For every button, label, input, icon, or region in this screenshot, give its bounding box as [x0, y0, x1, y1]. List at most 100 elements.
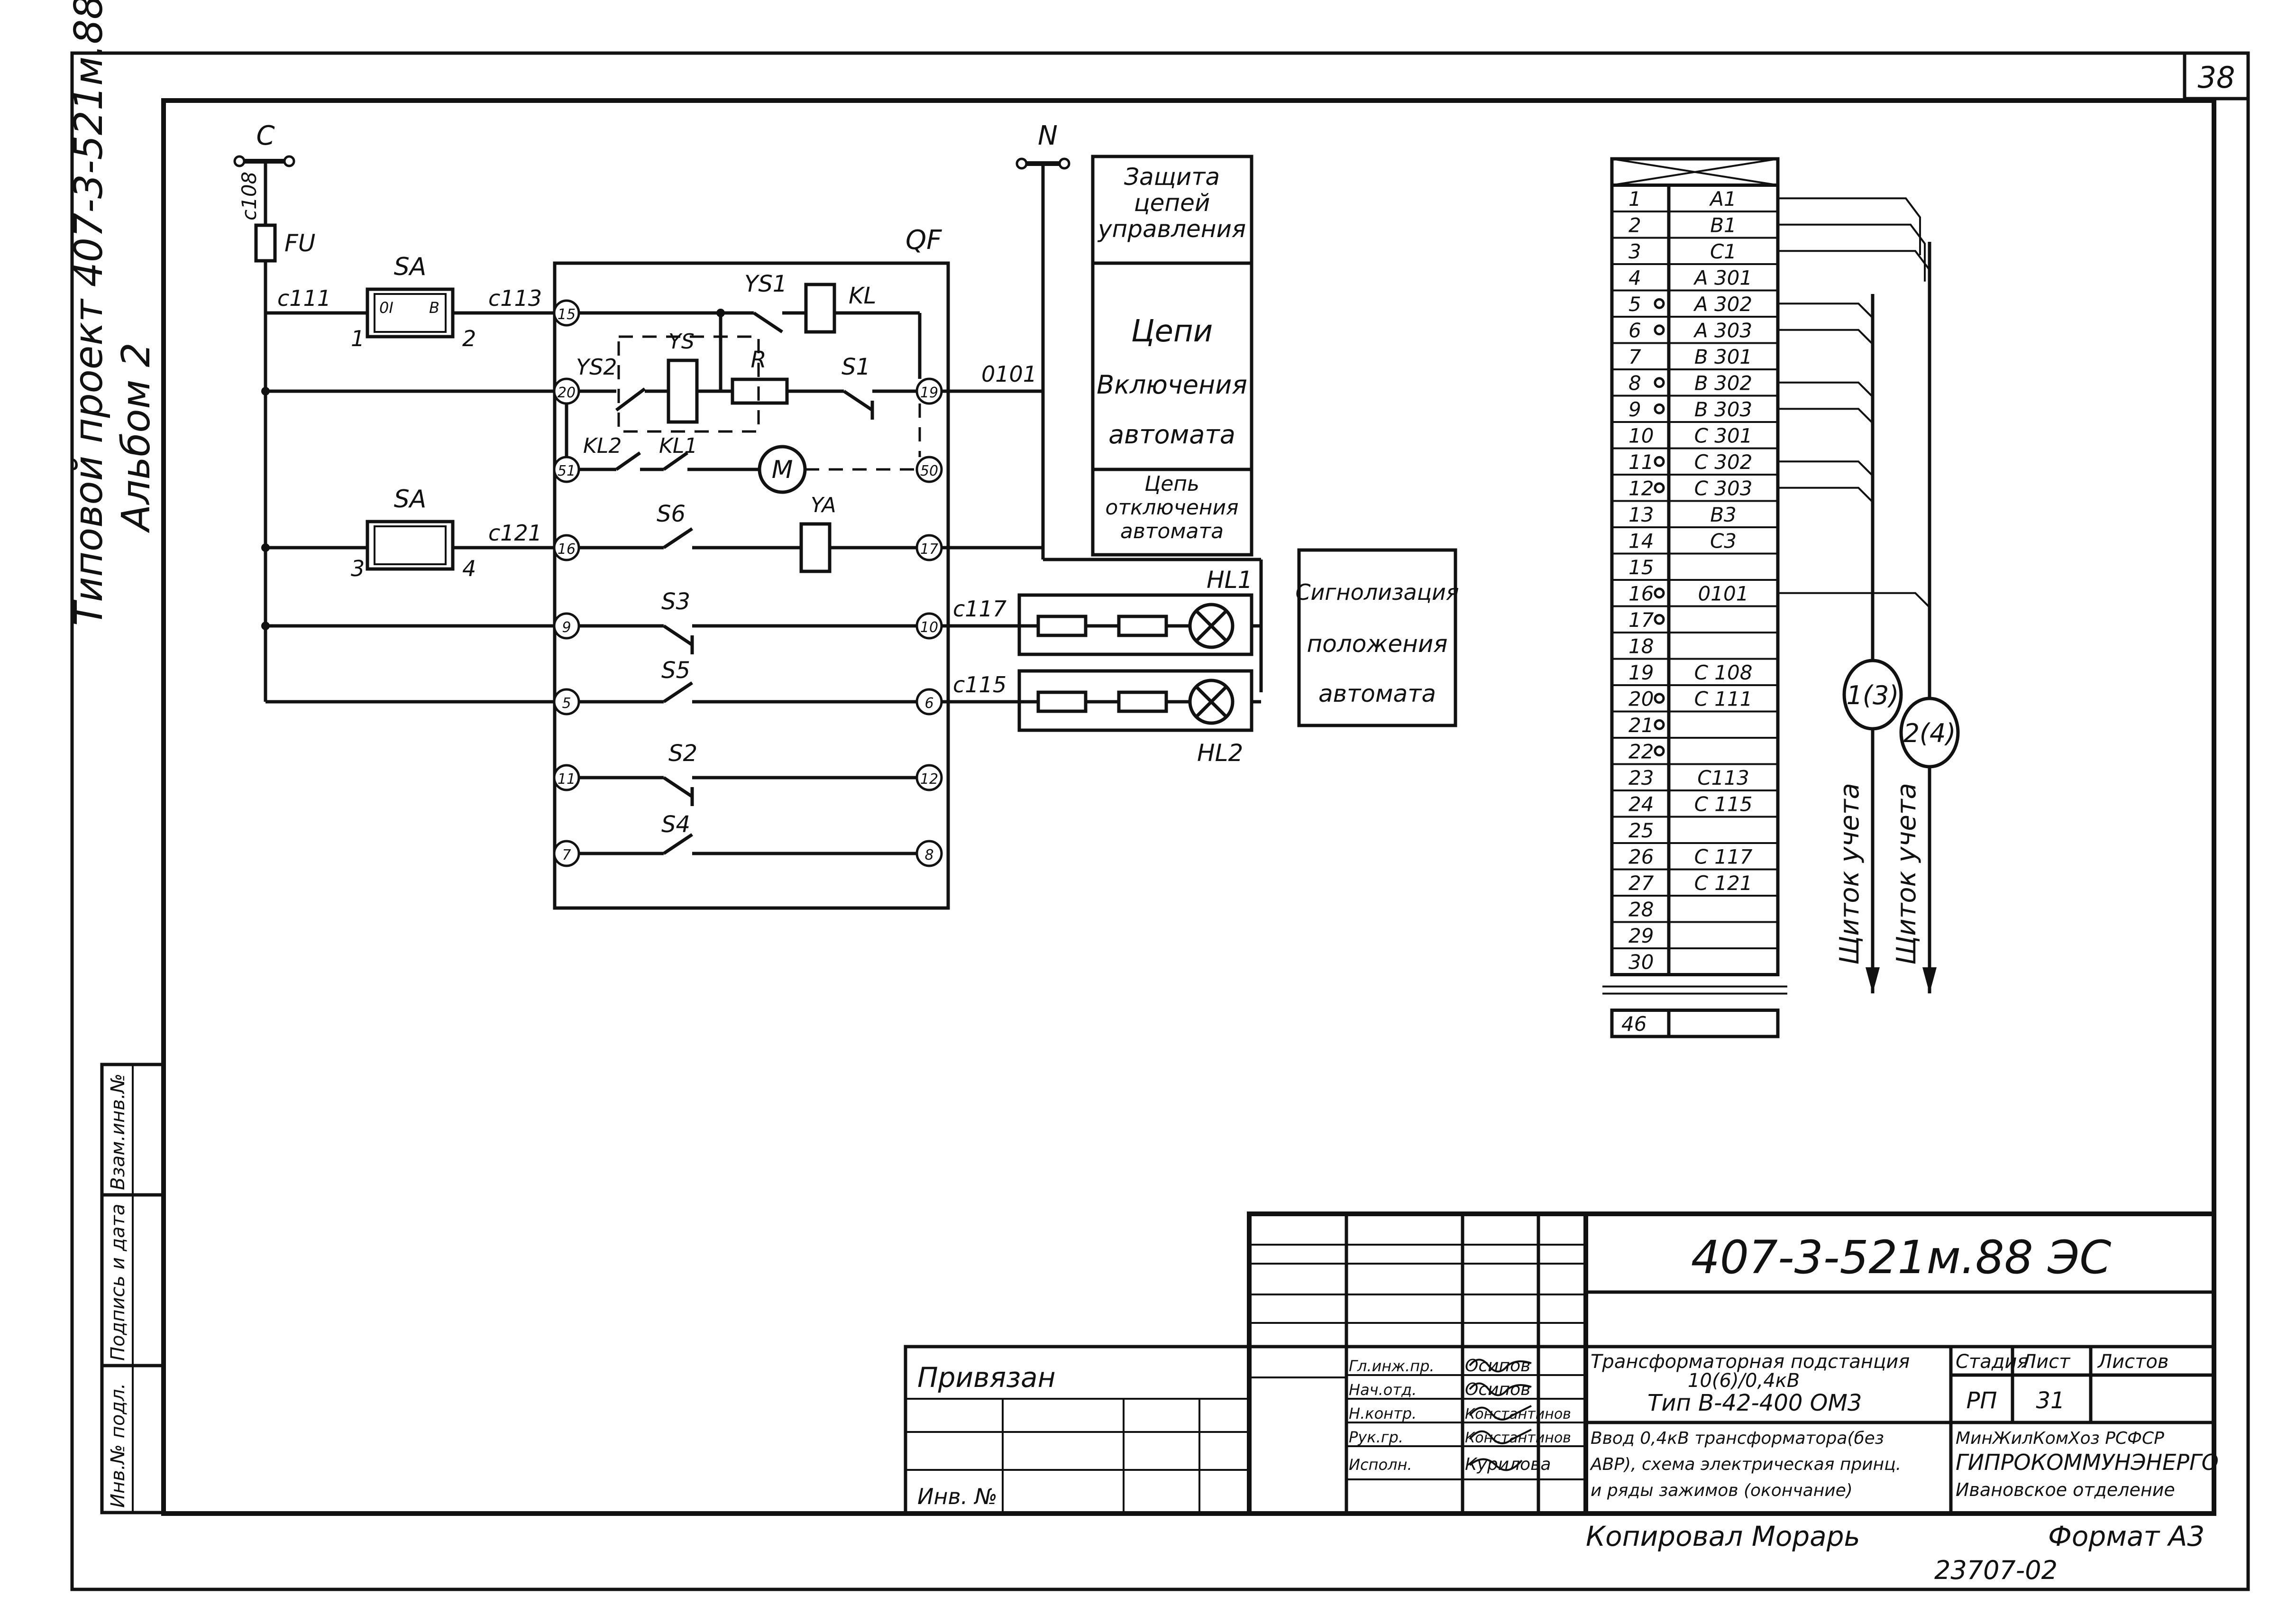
terminal-number: 7	[1628, 345, 1641, 368]
terminal-number: 13	[1628, 503, 1654, 526]
terminal-number: 18	[1628, 635, 1654, 658]
terminal-label: C1	[1710, 240, 1737, 263]
qf-terminal: 19	[920, 385, 938, 401]
terminal-label: B 302	[1694, 372, 1752, 395]
sa-1-pin-left: 1	[351, 326, 365, 351]
strip-lead	[1778, 381, 1874, 398]
function-block-column	[1091, 155, 1253, 557]
strip-lead	[1778, 329, 1874, 345]
switch-sa-1-label: SA	[394, 253, 427, 281]
qf-terminal: 17	[920, 541, 938, 558]
terminal-number: 11	[1628, 450, 1654, 474]
wire-c108-label: с108	[238, 172, 261, 220]
qf-terminals-right: 19 50 17 10 6 12 8	[915, 377, 943, 867]
sheet-number: 38	[2198, 60, 2235, 95]
terminal-jumper-dot	[1654, 693, 1665, 704]
role-5: Исполн.	[1349, 1456, 1412, 1474]
sa-1-pin-right: 2	[462, 326, 476, 351]
terminal-number: 5	[1628, 293, 1641, 316]
terminal-label: B 301	[1694, 345, 1752, 368]
signature-1	[1469, 1358, 1532, 1373]
qf-terminal: 8	[924, 847, 933, 863]
qf-terminal: 12	[920, 771, 938, 788]
terminal-label: C 121	[1694, 872, 1753, 895]
block-protection-3: управления	[1097, 215, 1246, 243]
coil-ya	[799, 522, 832, 573]
qf-terminal: 5	[562, 695, 571, 712]
switch-sa-2	[366, 520, 455, 571]
lamp-hl2-label: HL2	[1197, 739, 1243, 767]
terminal-number: 46	[1621, 1012, 1647, 1036]
terminal-number: 20	[1628, 688, 1654, 711]
lamp-hl1-label: HL1	[1207, 566, 1253, 594]
block-closing-1: Цепи	[1131, 314, 1213, 349]
terminal-number: 24	[1628, 793, 1654, 816]
terminal-label: A 301	[1693, 266, 1752, 290]
block-signaling-3: автомата	[1318, 680, 1436, 707]
terminal-label: C 111	[1694, 688, 1753, 711]
footer-number: 23707-02	[1934, 1555, 2058, 1585]
name-2: Осипов	[1465, 1380, 1530, 1399]
sheet-header: Лист	[2021, 1351, 2071, 1373]
stage-header: Стадия	[1956, 1351, 2028, 1373]
contact-ys1-label: YS1	[744, 271, 787, 297]
strip-lead	[1778, 197, 1921, 256]
document-code: 407-3-521м.88 ЭС	[1691, 1231, 2112, 1284]
terminal-label: C113	[1697, 766, 1749, 789]
contact-s6-label: S6	[657, 501, 686, 527]
qf-terminal: 51	[558, 463, 576, 479]
privyazan-label: Привязан	[917, 1361, 1056, 1394]
org-line-3: Ивановское отделение	[1956, 1479, 2175, 1500]
side-title-project: Типовой проект 407-3-521м.88	[66, 0, 111, 626]
relay-kl	[804, 283, 836, 334]
terminal-number: 12	[1628, 477, 1654, 500]
strip-lead	[1778, 223, 1926, 282]
sa-2-pin-left: 3	[351, 556, 365, 581]
terminal-label: C 117	[1694, 845, 1753, 869]
signature-2	[1469, 1382, 1532, 1396]
name-5: Курилова	[1465, 1455, 1551, 1474]
meter-circle-1	[1842, 659, 1903, 731]
role-2: Нач.отд.	[1349, 1381, 1417, 1399]
terminal-label: C 302	[1694, 450, 1753, 474]
contact-ys1	[753, 312, 783, 333]
switch-sa-1	[366, 287, 455, 339]
contact-kl1	[662, 451, 689, 471]
wire-0101-label: 0101	[981, 361, 1037, 387]
wire-c111-label: с111	[277, 285, 331, 311]
qf-terminal: 10	[920, 619, 938, 636]
name-4: Константинов	[1465, 1430, 1571, 1446]
terminal-number: 16	[1628, 582, 1654, 606]
wire-c115-label: с115	[953, 672, 1006, 697]
contact-ys2-label: YS2	[576, 354, 617, 380]
terminal-number: 25	[1628, 819, 1654, 842]
desc-line-3: и ряды зажимов (окончание)	[1591, 1481, 1853, 1500]
terminal-number: 2	[1628, 214, 1641, 237]
qf-terminal: 7	[562, 847, 571, 863]
terminal-label: B 303	[1694, 398, 1752, 421]
terminal-jumper-dot	[1654, 377, 1665, 388]
contact-s4	[663, 833, 693, 855]
terminal-label: C 115	[1694, 793, 1753, 816]
terminal-number: 21	[1628, 714, 1654, 737]
qf-terminals-left: 15 20 51 16 9 5 11 7	[553, 299, 580, 867]
contact-s3	[663, 624, 693, 646]
terminal-number: 3	[1628, 240, 1641, 263]
name-3: Константинов	[1465, 1406, 1571, 1422]
terminal-number: 29	[1628, 924, 1654, 947]
block-signaling-1: Сигнолизация	[1295, 579, 1459, 605]
margin-stamp-inventory: Инв.№ подл.	[107, 1383, 129, 1508]
contact-s3-label: S3	[661, 588, 690, 615]
contact-s6	[663, 527, 693, 549]
wire-c113-label: с113	[488, 285, 542, 311]
switch-sa-1-contact-right: В	[429, 299, 439, 317]
terminal-number: 28	[1628, 898, 1654, 921]
wire-c117-label: с117	[953, 596, 1006, 622]
contact-s5-label: S5	[661, 657, 690, 684]
terminal-label: B3	[1710, 503, 1737, 526]
terminal-label: A 302	[1693, 293, 1752, 316]
name-1: Осипов	[1465, 1356, 1530, 1376]
terminal-jumper-dot	[1654, 403, 1665, 414]
contact-s5	[663, 681, 693, 703]
